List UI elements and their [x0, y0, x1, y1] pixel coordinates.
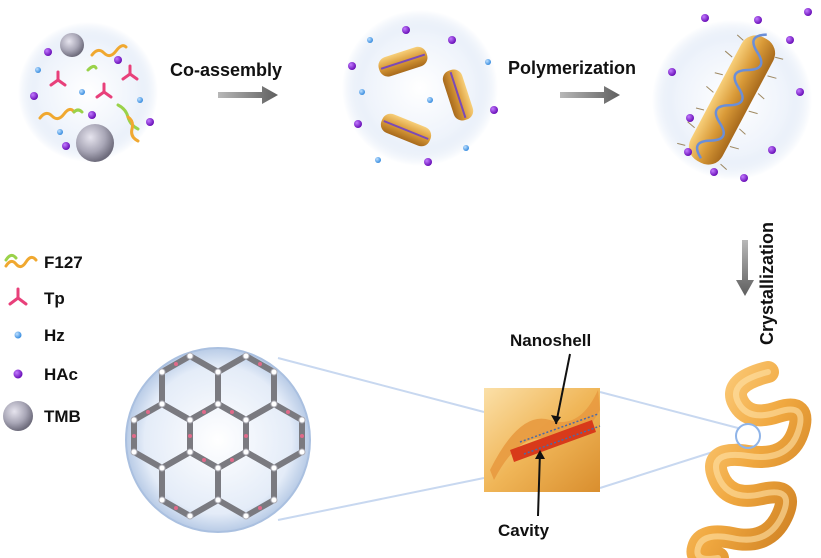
- legend-label-hz: Hz: [44, 326, 65, 345]
- hz-molecule: [485, 59, 491, 65]
- f127-chain: [38, 107, 76, 121]
- legend-item-tmb: TMB: [3, 401, 81, 431]
- f127-icon: [4, 255, 38, 269]
- hac-molecule: [348, 62, 356, 70]
- micelle-rod: [380, 113, 432, 147]
- hz-molecule: [57, 129, 63, 135]
- hac-icon: [13, 369, 23, 379]
- hz-molecule: [79, 89, 85, 95]
- hac-molecule: [804, 8, 812, 16]
- tmb-molecule: [60, 33, 84, 57]
- tp-molecule: [121, 64, 139, 81]
- tmb-molecule: [76, 124, 114, 162]
- shell-line: [519, 413, 599, 443]
- hac-molecule: [701, 14, 709, 22]
- hz-molecule: [463, 145, 469, 151]
- crystallized-helix: [686, 361, 812, 558]
- legend-label-hac: HAc: [44, 365, 78, 384]
- hac-molecule: [114, 56, 122, 64]
- mixture-cluster: [18, 22, 158, 162]
- hac-molecule: [684, 148, 692, 156]
- hac-molecule: [30, 92, 38, 100]
- hac-molecule: [354, 120, 362, 128]
- hac-molecule: [710, 168, 718, 176]
- hac-molecule: [754, 16, 762, 24]
- hz-molecule: [427, 97, 433, 103]
- crystallization-label: Crystallization: [757, 222, 777, 345]
- f127-chain: [126, 115, 140, 143]
- mixture-glow: [18, 22, 158, 162]
- polymerized-rod-cluster: [652, 8, 812, 182]
- hac-molecule: [786, 36, 794, 44]
- tp-molecule: [95, 82, 113, 99]
- lattice-nodes: [130, 352, 306, 520]
- cavity-pointer: [537, 451, 541, 517]
- nanoshell-inset: [484, 388, 601, 492]
- legend-label-tp: Tp: [44, 289, 65, 308]
- micelle-rod: [378, 46, 428, 77]
- legend-item-hac: HAc: [13, 365, 78, 384]
- hz-molecule: [375, 157, 381, 163]
- hac-molecule: [668, 68, 676, 76]
- polymerization-arrow: [560, 86, 620, 104]
- f127-chain: [86, 64, 98, 72]
- tp-icon: [8, 287, 28, 306]
- hac-molecule: [448, 36, 456, 44]
- hac-molecule: [796, 88, 804, 96]
- tp-molecule: [49, 70, 67, 87]
- hac-molecule: [88, 111, 96, 119]
- f127-chain: [72, 108, 84, 114]
- hac-molecule: [686, 114, 694, 122]
- shell-line: [523, 425, 601, 455]
- cof-framework-circle: [125, 347, 311, 533]
- hac-molecule: [44, 48, 52, 56]
- crystallization-arrow: [736, 240, 754, 296]
- hac-molecule: [768, 146, 776, 154]
- cavity-label: Cavity: [498, 521, 550, 540]
- zoom-marker: [735, 423, 761, 449]
- lattice-linkers: [132, 362, 304, 510]
- f127-chain: [90, 44, 128, 58]
- hz-icon: [14, 331, 22, 339]
- legend-label-f127: F127: [44, 253, 83, 272]
- inset-ribbon: [490, 390, 600, 480]
- f127-icon-tail: [4, 253, 18, 262]
- legend-item-tp: Tp: [8, 287, 65, 308]
- hz-molecule: [35, 67, 41, 73]
- hac-molecule: [62, 142, 70, 150]
- cavity-band: [510, 420, 596, 462]
- hac-molecule: [740, 174, 748, 182]
- polymerization-label: Polymerization: [508, 58, 636, 78]
- nanoshell-pointer: [555, 353, 571, 425]
- helix-highlight: [694, 369, 804, 558]
- tmb-icon: [3, 401, 33, 431]
- hac-molecule: [424, 158, 432, 166]
- micelle-rod: [442, 69, 474, 121]
- nanoshell-label: Nanoshell: [510, 331, 591, 350]
- helix-ribbon: [686, 361, 812, 558]
- micelle-glow: [342, 10, 498, 166]
- hac-molecule: [402, 26, 410, 34]
- legend-item-f127: F127: [4, 253, 83, 272]
- hz-molecule: [137, 97, 143, 103]
- hz-molecule: [367, 37, 373, 43]
- hz-molecule: [359, 89, 365, 95]
- polymer-rod: [677, 33, 784, 171]
- legend-label-tmb: TMB: [44, 407, 81, 426]
- framework-disc: [125, 347, 311, 533]
- legend-item-hz: Hz: [14, 326, 65, 345]
- legend: F127 Tp Hz HAc TMB: [3, 253, 83, 431]
- cavity-arrowhead: [535, 450, 545, 459]
- hac-molecule: [146, 118, 154, 126]
- hac-molecule: [490, 106, 498, 114]
- nanoshell-arrowhead: [551, 415, 561, 424]
- micelle-cluster: [342, 10, 498, 166]
- co-assembly-label: Co-assembly: [170, 60, 282, 80]
- co-assembly-arrow: [218, 86, 278, 104]
